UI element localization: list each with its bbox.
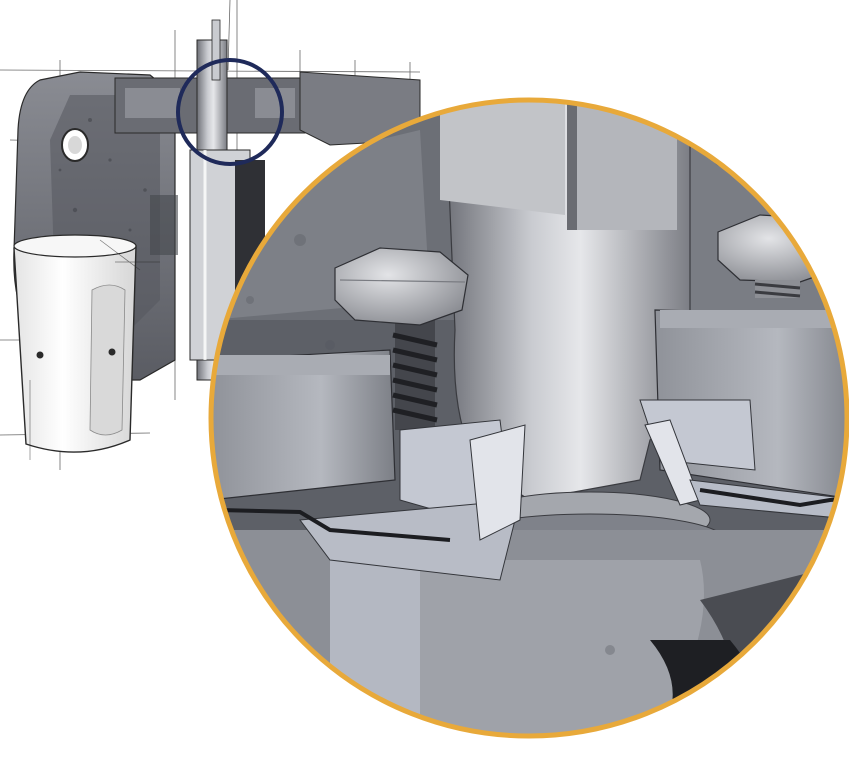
left-bolt (334, 247, 469, 430)
detail-marker-circle-icon (176, 58, 284, 166)
cup-sketch (13, 234, 160, 460)
zoom-ring-icon (208, 97, 849, 739)
zoom-lens (208, 97, 849, 739)
